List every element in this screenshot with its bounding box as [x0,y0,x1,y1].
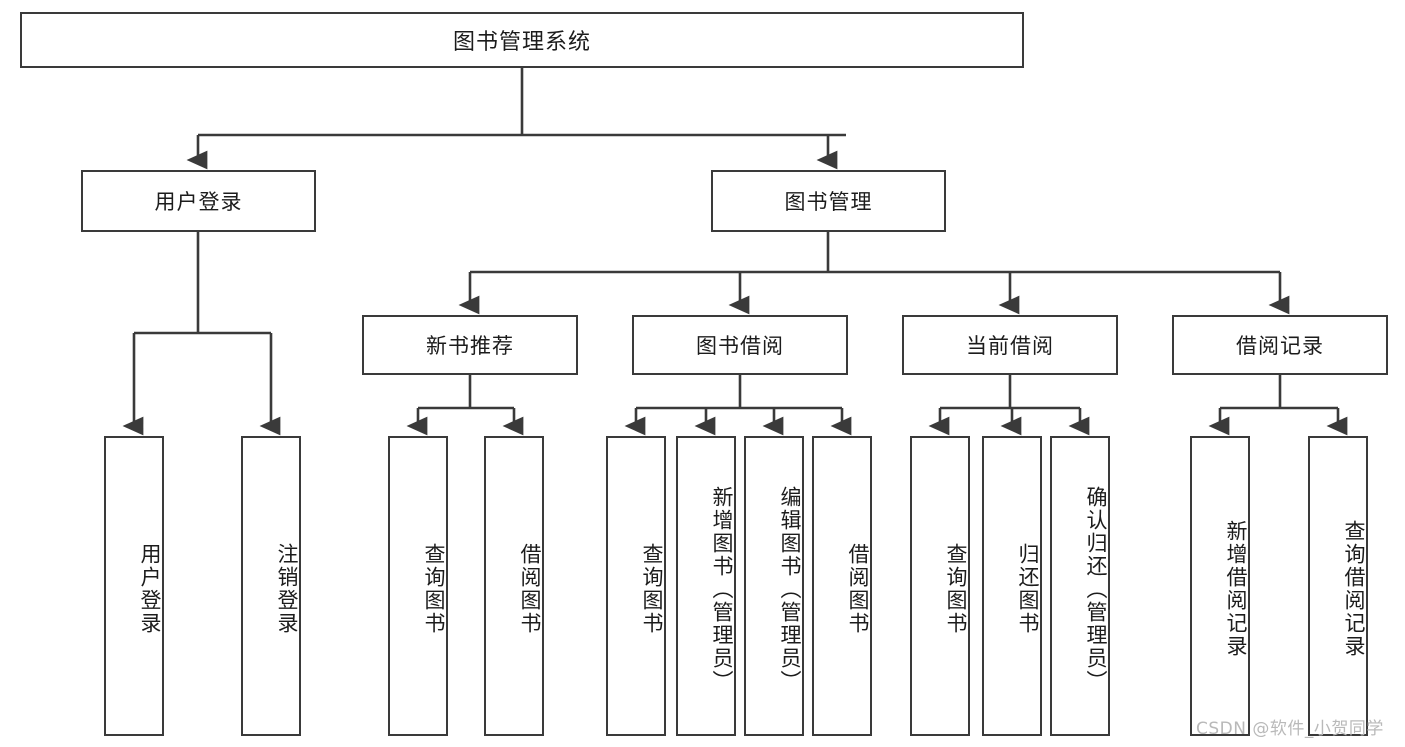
leaf-return-book[interactable]: 归还图书 [982,436,1042,736]
node-user-login[interactable]: 用户登录 [81,170,316,232]
node-borrow-record[interactable]: 借阅记录 [1172,315,1388,375]
leaf-add-book-admin[interactable]: 新增图书（管理员） [676,436,736,736]
node-book-borrow[interactable]: 图书借阅 [632,315,848,375]
node-label: 图书管理系统 [452,30,591,55]
node-label: 借阅图书 [846,543,870,635]
node-label: 查询借阅记录 [1342,520,1366,658]
leaf-query-book-3[interactable]: 查询图书 [910,436,970,736]
leaf-user-login[interactable]: 用户登录 [104,436,164,736]
node-label: 新增借阅记录 [1224,520,1248,658]
node-new-book-recommend[interactable]: 新书推荐 [362,315,578,375]
leaf-borrow-book-2[interactable]: 借阅图书 [812,436,872,736]
node-book-manage[interactable]: 图书管理 [711,170,946,232]
node-label: 图书借阅 [696,334,784,358]
leaf-query-borrow-record[interactable]: 查询借阅记录 [1308,436,1368,736]
node-label: 编辑图书（管理员） [778,485,802,693]
node-label: 归还图书 [1016,543,1040,635]
node-label: 新书推荐 [426,334,514,358]
node-label: 图书管理 [784,190,873,214]
leaf-confirm-return-admin[interactable]: 确认归还（管理员） [1050,436,1110,736]
leaf-add-borrow-record[interactable]: 新增借阅记录 [1190,436,1250,736]
node-label: 当前借阅 [966,334,1054,358]
leaf-logout[interactable]: 注销登录 [241,436,301,736]
leaf-edit-book-admin[interactable]: 编辑图书（管理员） [744,436,804,736]
node-label: 用户登录 [138,543,162,635]
node-label: 借阅记录 [1236,334,1324,358]
node-label: 注销登录 [275,543,299,635]
node-label: 查询图书 [640,543,664,635]
node-label: 新增图书（管理员） [710,485,734,693]
node-label: 查询图书 [944,543,968,635]
node-label: 借阅图书 [518,543,542,635]
leaf-borrow-book-1[interactable]: 借阅图书 [484,436,544,736]
node-label: 查询图书 [422,543,446,635]
leaf-query-book-1[interactable]: 查询图书 [388,436,448,736]
leaf-query-book-2[interactable]: 查询图书 [606,436,666,736]
node-label: 确认归还（管理员） [1084,485,1108,693]
node-current-borrow[interactable]: 当前借阅 [902,315,1118,375]
csdn-watermark: CSDN @软件_小贺同学 [1196,719,1384,739]
node-label: 用户登录 [154,190,243,214]
node-root-system[interactable]: 图书管理系统 [20,12,1024,68]
